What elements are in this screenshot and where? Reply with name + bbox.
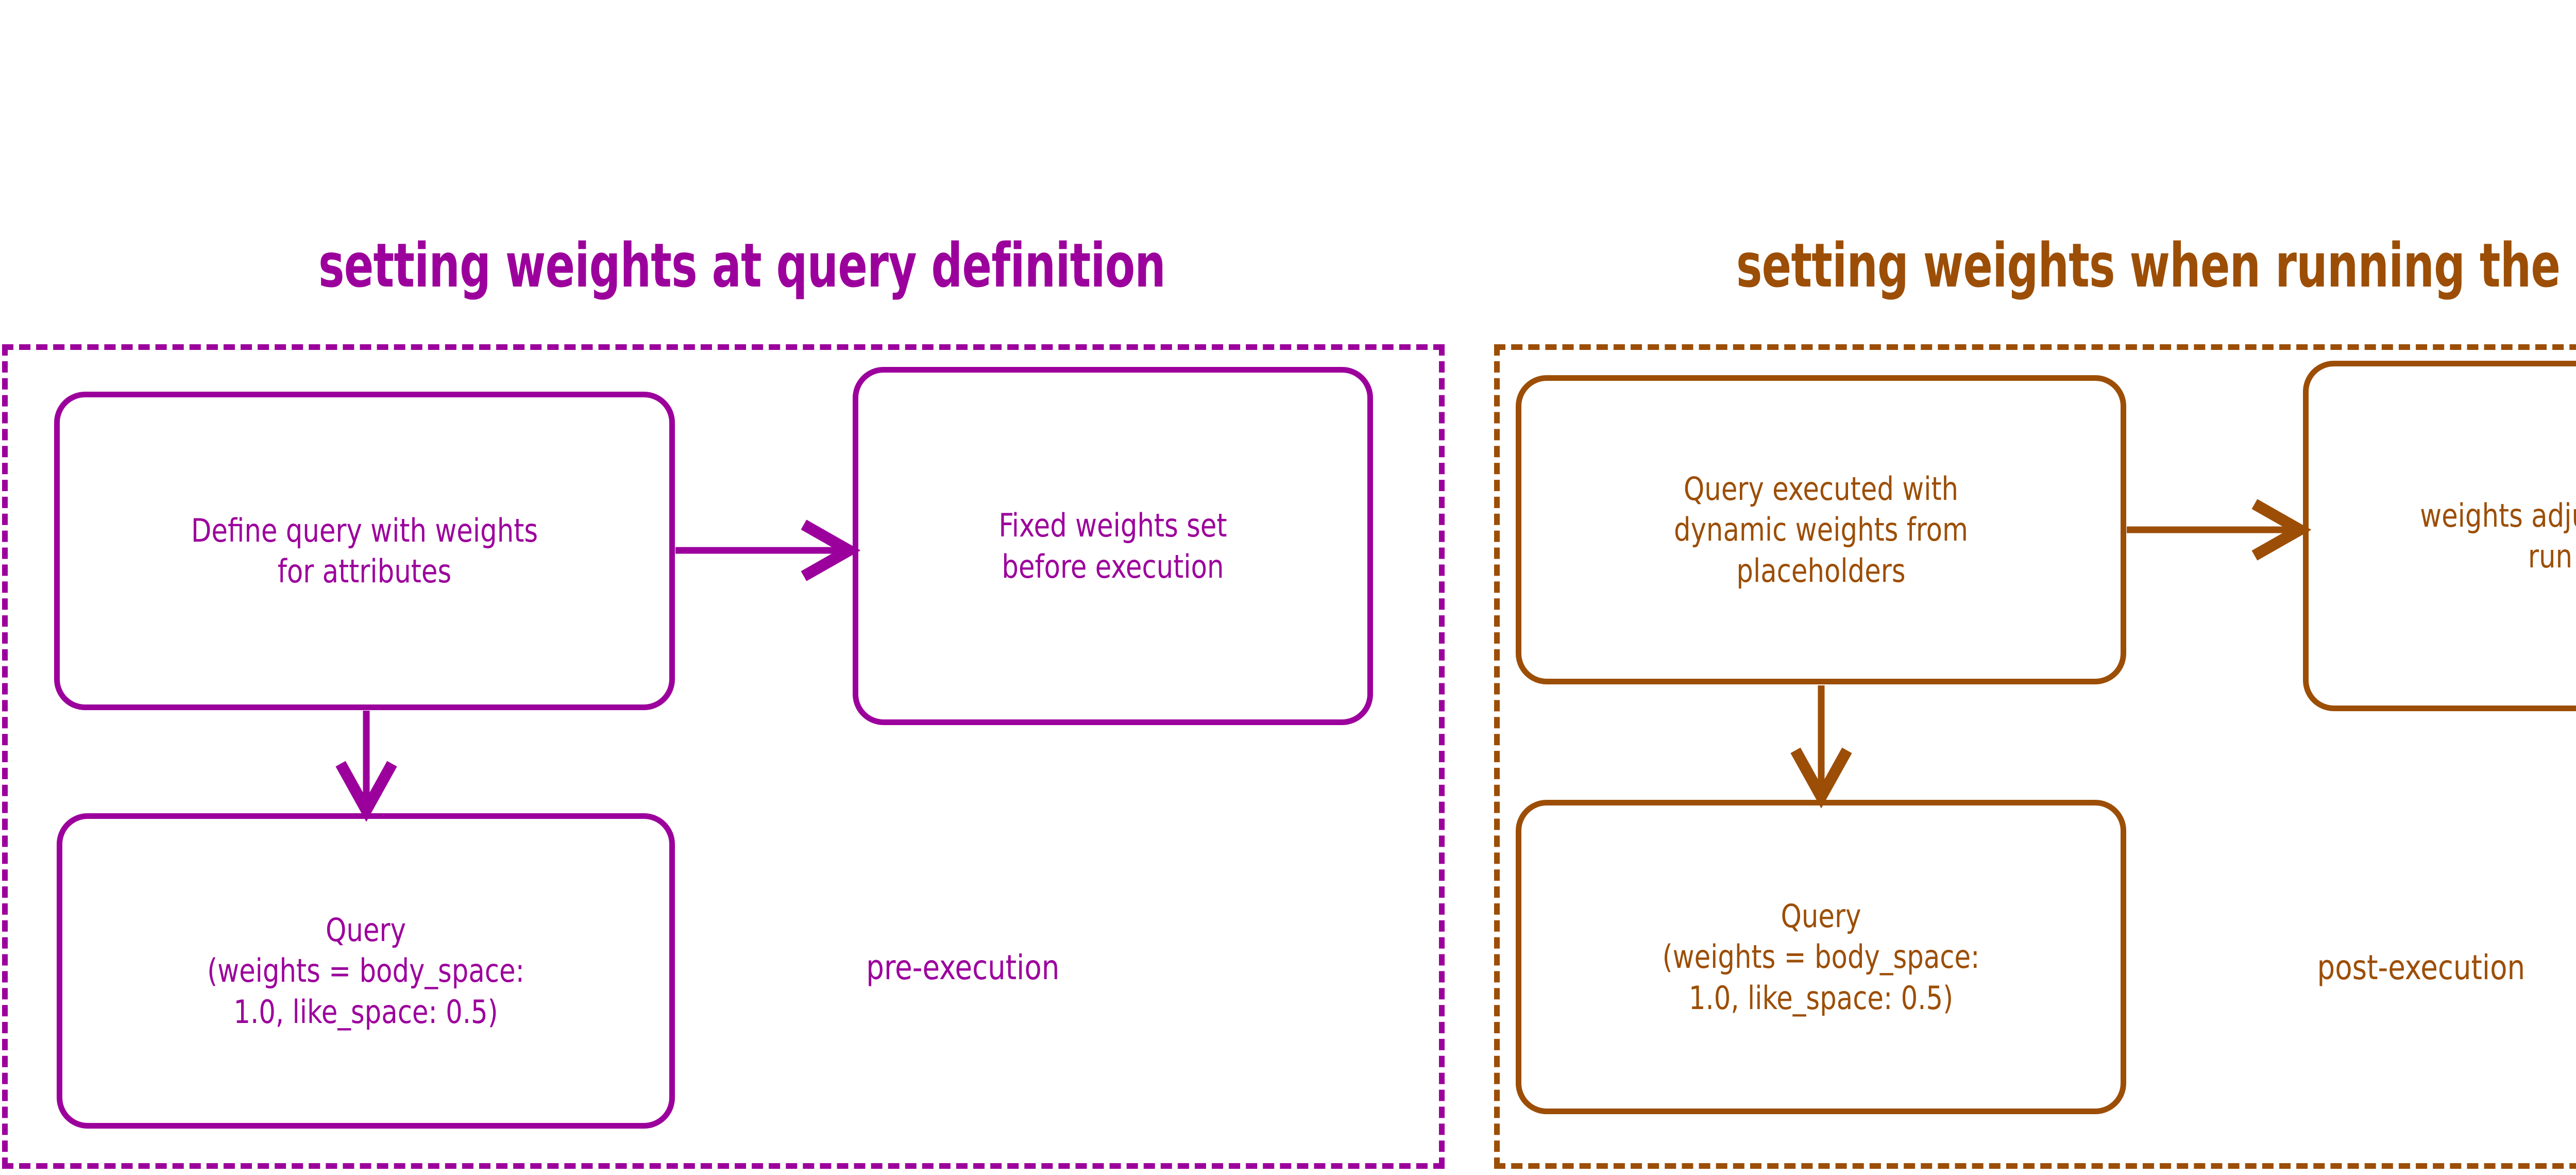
node-runtime-query-weights-label: Query (weights = body_space: 1.0, like_s… — [1662, 897, 1980, 1017]
dashed-container-post-execution — [1494, 344, 2576, 1169]
panel-query-runtime: setting weights when running the query Q… — [1484, 0, 2576, 1175]
node-define-query[interactable]: Define query with weights for attributes — [54, 392, 675, 710]
node-query-weights-label: Query (weights = body_space: 1.0, like_s… — [207, 911, 524, 1031]
stage-label-pre-execution: pre-execution — [866, 948, 1060, 987]
node-fixed-weights[interactable]: Fixed weights set before execution — [853, 367, 1373, 725]
node-query-executed[interactable]: Query executed with dynamic weights from… — [1516, 375, 2126, 684]
node-weights-adjusted[interactable]: weights adjusted at run — [2303, 361, 2576, 711]
node-fixed-weights-label: Fixed weights set before execution — [998, 507, 1227, 585]
panel-query-definition: setting weights at query definition Defi… — [2, 230, 1445, 1169]
panel-title-query-definition: setting weights at query definition — [318, 230, 1166, 301]
node-weights-adjusted-label: weights adjusted at run — [2420, 496, 2576, 575]
dashed-container-pre-execution — [2, 344, 1445, 1169]
node-query-weights[interactable]: Query (weights = body_space: 1.0, like_s… — [57, 813, 675, 1129]
panel-title-query-runtime: setting weights when running the query — [1736, 230, 2576, 301]
node-query-executed-label: Query executed with dynamic weights from… — [1673, 469, 1969, 590]
stage-label-post-execution: post-execution — [2317, 948, 2526, 987]
node-define-query-label: Define query with weights for attributes — [191, 511, 538, 590]
node-runtime-query-weights[interactable]: Query (weights = body_space: 1.0, like_s… — [1516, 800, 2126, 1114]
